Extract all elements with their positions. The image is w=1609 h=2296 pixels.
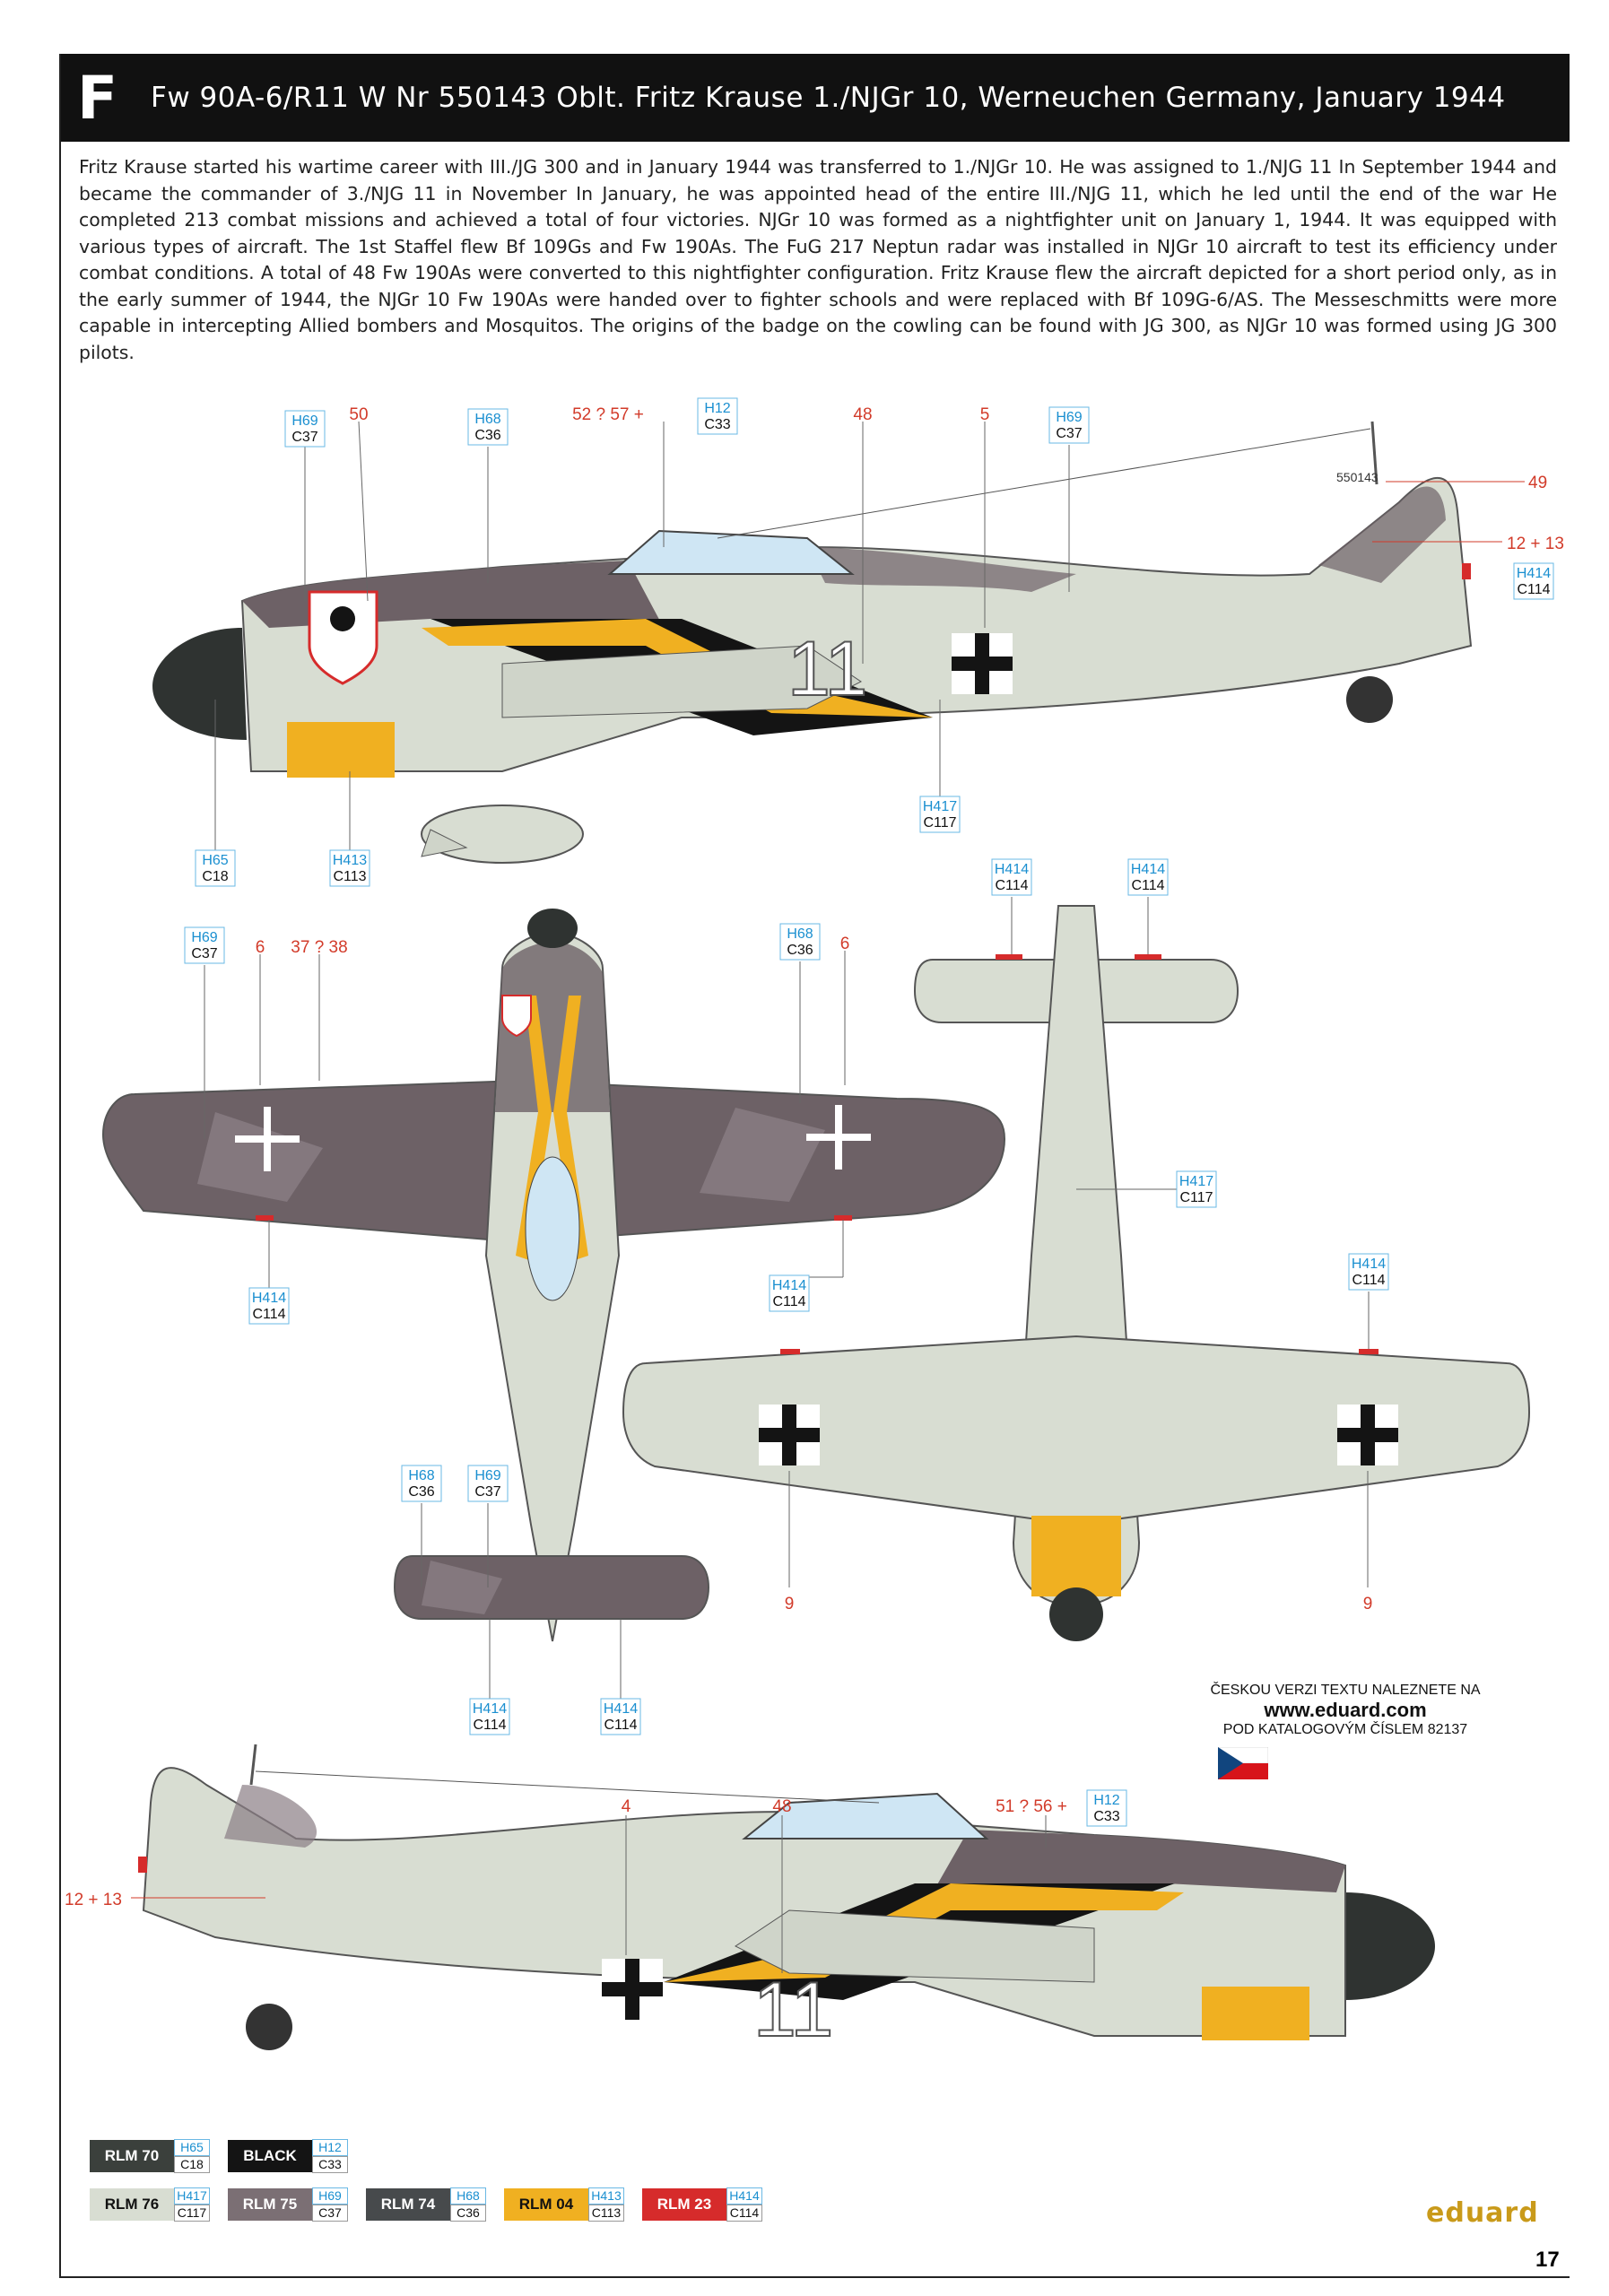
svg-text:H68: H68 bbox=[408, 1468, 434, 1483]
svg-text:H413: H413 bbox=[333, 853, 367, 868]
czech-note-line2: POD KATALOGOVÝM ČÍSLEM 82137 bbox=[1222, 1722, 1468, 1737]
swatch-rlm70: RLM 70 bbox=[90, 2140, 174, 2172]
svg-text:H414: H414 bbox=[473, 1701, 507, 1717]
profile-letter: F bbox=[77, 63, 118, 133]
czech-flag-icon bbox=[1218, 1747, 1268, 1779]
svg-text:49: 49 bbox=[1528, 474, 1547, 492]
czech-version-note: ČESKOU VERZI TEXTU NALEZNETE NA www.edua… bbox=[1202, 1683, 1489, 1738]
svg-text:H414: H414 bbox=[1131, 862, 1165, 877]
svg-text:H68: H68 bbox=[787, 926, 813, 942]
svg-text:48: 48 bbox=[772, 1797, 791, 1816]
svg-text:6: 6 bbox=[840, 935, 850, 953]
side-view-right bbox=[138, 1744, 1435, 2050]
swatch-rlm76: RLM 76 bbox=[90, 2188, 174, 2221]
svg-text:C36: C36 bbox=[408, 1484, 434, 1500]
svg-text:H69: H69 bbox=[191, 930, 217, 945]
svg-text:50: 50 bbox=[349, 405, 368, 424]
svg-text:6: 6 bbox=[256, 938, 265, 957]
svg-text:C114: C114 bbox=[1517, 582, 1550, 597]
swatch-rlm75: RLM 75 bbox=[228, 2188, 312, 2221]
svg-text:C113: C113 bbox=[333, 869, 366, 884]
code-number-right: 11 bbox=[753, 1967, 833, 2053]
swatch-rlm74: RLM 74 bbox=[366, 2188, 450, 2221]
svg-text:H414: H414 bbox=[1352, 1257, 1386, 1272]
svg-text:37 ? 38: 37 ? 38 bbox=[291, 938, 347, 957]
side-view-left bbox=[152, 421, 1473, 864]
page-number: 17 bbox=[1535, 2248, 1560, 2272]
svg-text:C117: C117 bbox=[1179, 1190, 1213, 1205]
swatch-rlm04: RLM 04 bbox=[504, 2188, 588, 2221]
svg-text:H414: H414 bbox=[252, 1291, 286, 1306]
page-frame bbox=[59, 54, 1570, 2278]
svg-text:52 ? 57 +: 52 ? 57 + bbox=[572, 405, 644, 424]
code-number-left: 11 bbox=[787, 626, 867, 712]
svg-text:H69: H69 bbox=[474, 1468, 500, 1483]
svg-text:C36: C36 bbox=[474, 428, 500, 443]
svg-text:5: 5 bbox=[980, 405, 990, 424]
svg-text:C114: C114 bbox=[1352, 1273, 1385, 1288]
svg-text:C37: C37 bbox=[191, 946, 217, 961]
svg-text:C18: C18 bbox=[202, 869, 228, 884]
svg-text:H414: H414 bbox=[772, 1278, 806, 1293]
callouts-plan-bottom: H414 C114 H414 C114 H417 C117 H414 C114 … bbox=[785, 858, 1389, 1613]
svg-text:12 + 13: 12 + 13 bbox=[65, 1891, 122, 1909]
svg-text:C114: C114 bbox=[252, 1307, 285, 1322]
svg-text:51 ? 56 +: 51 ? 56 + bbox=[996, 1797, 1067, 1816]
svg-text:H414: H414 bbox=[995, 862, 1029, 877]
svg-text:C37: C37 bbox=[474, 1484, 500, 1500]
eduard-logo: eduard bbox=[1426, 2197, 1539, 2229]
svg-text:H69: H69 bbox=[1056, 410, 1082, 425]
svg-text:9: 9 bbox=[785, 1595, 795, 1613]
czech-note-line1: ČESKOU VERZI TEXTU NALEZNETE NA bbox=[1210, 1683, 1481, 1698]
svg-text:C114: C114 bbox=[604, 1718, 637, 1733]
svg-text:C37: C37 bbox=[291, 430, 317, 445]
svg-text:C36: C36 bbox=[787, 943, 813, 958]
eduard-link[interactable]: www.eduard.com bbox=[1264, 1699, 1427, 1721]
callouts-side-bottom: 4 48 51 ? 56 + H12 C33 12 + 13 bbox=[65, 1789, 1127, 1973]
swatch-black: BLACK bbox=[228, 2140, 312, 2172]
svg-text:C114: C114 bbox=[1131, 878, 1164, 893]
history-paragraph: Fritz Krause started his wartime career … bbox=[79, 156, 1557, 363]
svg-text:H12: H12 bbox=[704, 401, 730, 416]
callouts-side-top: H69 C37 50 H68 C36 52 ? 57 + H12 C33 48 … bbox=[195, 397, 1564, 887]
callouts-plan-top: H69 C37 6 37 ? 38 H68 C36 6 H414 C114 H4… bbox=[184, 923, 850, 1735]
svg-text:9: 9 bbox=[1363, 1595, 1373, 1613]
svg-text:C37: C37 bbox=[1056, 426, 1082, 441]
svg-text:C117: C117 bbox=[923, 815, 956, 831]
swatch-rlm23: RLM 23 bbox=[642, 2188, 726, 2221]
svg-text:H69: H69 bbox=[291, 413, 317, 429]
svg-text:H414: H414 bbox=[1517, 566, 1551, 581]
history-text: Fritz Krause started his wartime career … bbox=[79, 154, 1557, 366]
svg-text:H68: H68 bbox=[474, 412, 500, 427]
svg-text:H417: H417 bbox=[923, 799, 957, 814]
svg-text:C33: C33 bbox=[704, 417, 730, 432]
svg-text:H65: H65 bbox=[202, 853, 228, 868]
svg-text:48: 48 bbox=[853, 405, 872, 424]
svg-text:H12: H12 bbox=[1093, 1793, 1119, 1808]
profile-title: Fw 90A-6/R11 W Nr 550143 Oblt. Fritz Kra… bbox=[151, 82, 1506, 114]
svg-text:C114: C114 bbox=[772, 1294, 805, 1309]
svg-text:C114: C114 bbox=[995, 878, 1028, 893]
svg-text:H417: H417 bbox=[1179, 1174, 1213, 1189]
svg-text:H414: H414 bbox=[604, 1701, 638, 1717]
plan-view-top bbox=[101, 909, 1006, 1642]
svg-text:C114: C114 bbox=[473, 1718, 506, 1733]
profile-header: F Fw 90A-6/R11 W Nr 550143 Oblt. Fritz K… bbox=[61, 54, 1570, 142]
plan-view-bottom bbox=[622, 905, 1531, 1641]
svg-text:4: 4 bbox=[622, 1797, 631, 1816]
werknummer: 550143 bbox=[1336, 470, 1379, 484]
svg-text:C33: C33 bbox=[1093, 1809, 1119, 1824]
svg-text:12 + 13: 12 + 13 bbox=[1507, 535, 1564, 553]
